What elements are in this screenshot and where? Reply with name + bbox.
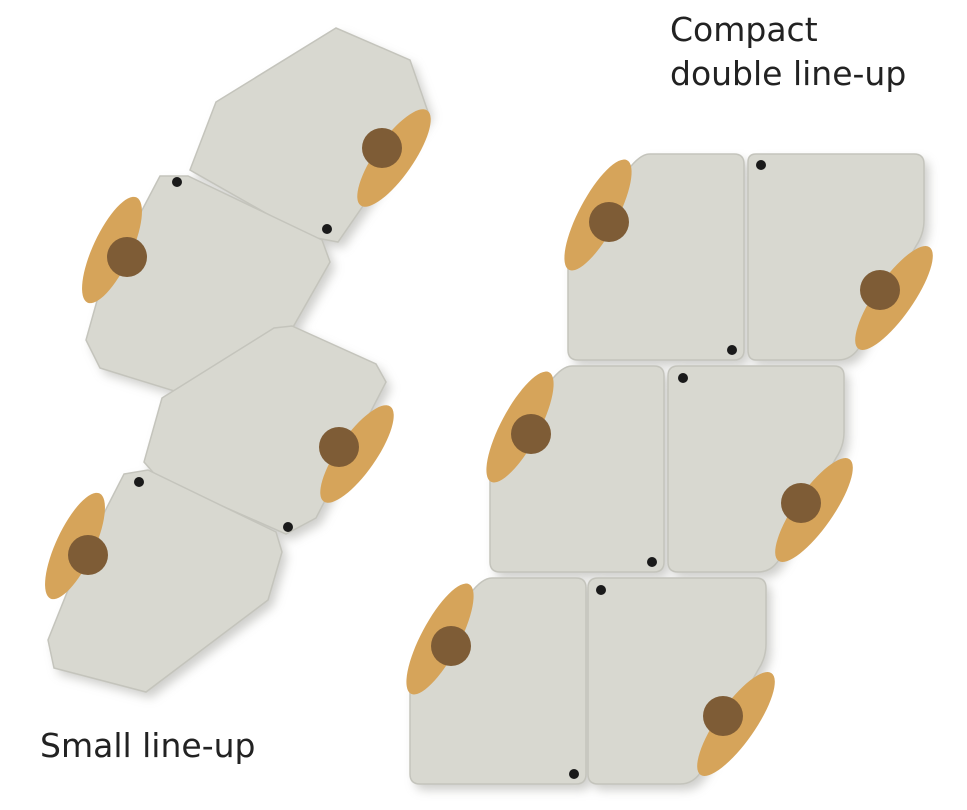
small-tile-1-hub (362, 128, 402, 168)
compact-tile-4-hub (781, 483, 821, 523)
small-tile-4-hub (68, 535, 108, 575)
small-tile-1-dot (322, 224, 332, 234)
compact-tile-2-body (747, 153, 925, 361)
compact-label-line-2: double line-up (670, 54, 907, 93)
small-line-up-label: Small line-up (40, 726, 256, 765)
compact-tile-3 (486, 365, 665, 573)
compact-tile-6-body (587, 577, 767, 785)
compact-tile-3-dot (647, 557, 657, 567)
compact-tile-4 (667, 365, 853, 573)
compact-tile-6-dot (596, 585, 606, 595)
small-line-up (45, 27, 433, 698)
compact-tile-5-hub (431, 626, 471, 666)
compact-tile-1-dot (727, 345, 737, 355)
compact-tile-6 (587, 577, 775, 785)
small-tile-3-dot (283, 522, 293, 532)
compact-tile-4-body (667, 365, 845, 573)
small-tile-1 (189, 27, 431, 243)
compact-tile-4-dot (678, 373, 688, 383)
compact-label-line-1: Compact (670, 10, 818, 49)
compact-tile-1 (564, 153, 745, 361)
compact-tile-2 (747, 153, 933, 361)
compact-tile-2-dot (756, 160, 766, 170)
compact-tile-2-hub (860, 270, 900, 310)
small-tile-4 (45, 469, 283, 693)
small-tile-2-hub (107, 237, 147, 277)
small-tile-4-dot (134, 477, 144, 487)
compact-double-line-up (406, 153, 933, 790)
compact-tile-5-dot (569, 769, 579, 779)
compact-tile-3-body (489, 365, 665, 573)
small-tile-2-dot (172, 177, 182, 187)
small-tile-4-body (47, 469, 283, 693)
compact-tile-3-hub (511, 414, 551, 454)
small-tile-3-hub (319, 427, 359, 467)
compact-tile-5 (406, 577, 587, 785)
compact-tile-1-hub (589, 202, 629, 242)
compact-tile-6-hub (703, 696, 743, 736)
compact-double-line-up-label: Compact double line-up (670, 8, 906, 96)
small-tile-3 (143, 325, 394, 535)
